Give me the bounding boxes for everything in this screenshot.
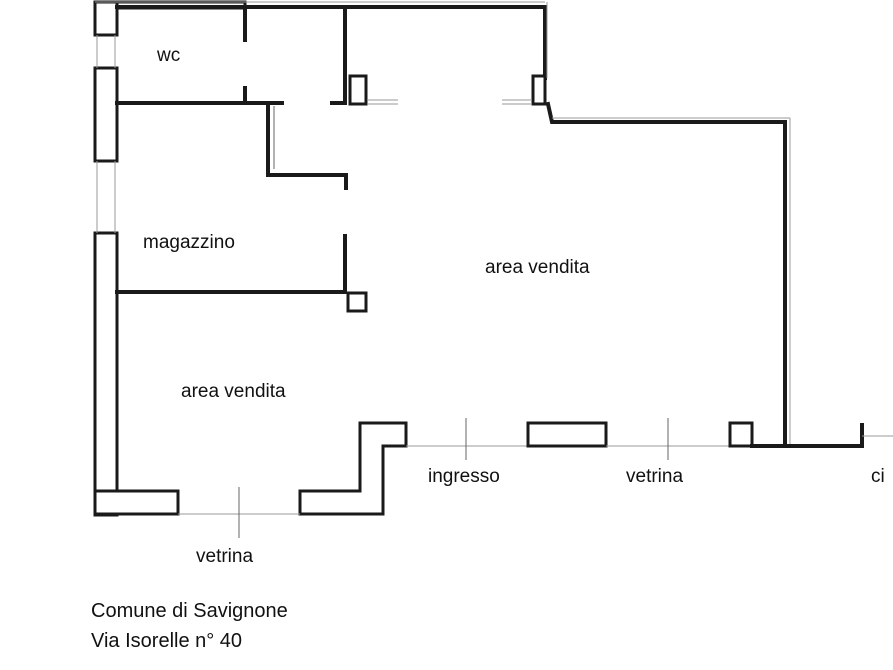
left-wall-lower [93,231,119,517]
opening-label-cut: ci [871,466,885,487]
room-label-magazzino: magazzino [143,232,235,253]
front-mid-pier [526,421,608,448]
partition-wall-top [330,5,347,105]
room-label-area-vendita-lower: area vendita [181,381,286,402]
left-wall-top [93,0,119,37]
left-wall-wc [93,66,119,163]
room-label-wc: wc [156,45,180,66]
opening-label-ingresso: ingresso [428,466,500,487]
address-line-1: Comune di Savignone [91,600,288,622]
right-pillar [531,74,547,106]
right-step-wall [545,101,787,124]
address-line-2: Via Isorelle n° 40 [91,630,243,652]
partition-pillar [348,74,368,106]
front-left-pier [298,421,408,516]
opening-label-vetrina-front: vetrina [626,466,683,487]
left-window-upper [96,35,116,68]
corridor-wall [266,104,348,190]
magazzino-pillar [346,291,368,313]
front-right-pier [728,421,754,448]
opening-label-vetrina-lower: vetrina [196,546,253,567]
room-label-area-vendita-main: area vendita [485,257,590,278]
left-window-lower [96,161,116,233]
lower-front-left [93,489,180,516]
